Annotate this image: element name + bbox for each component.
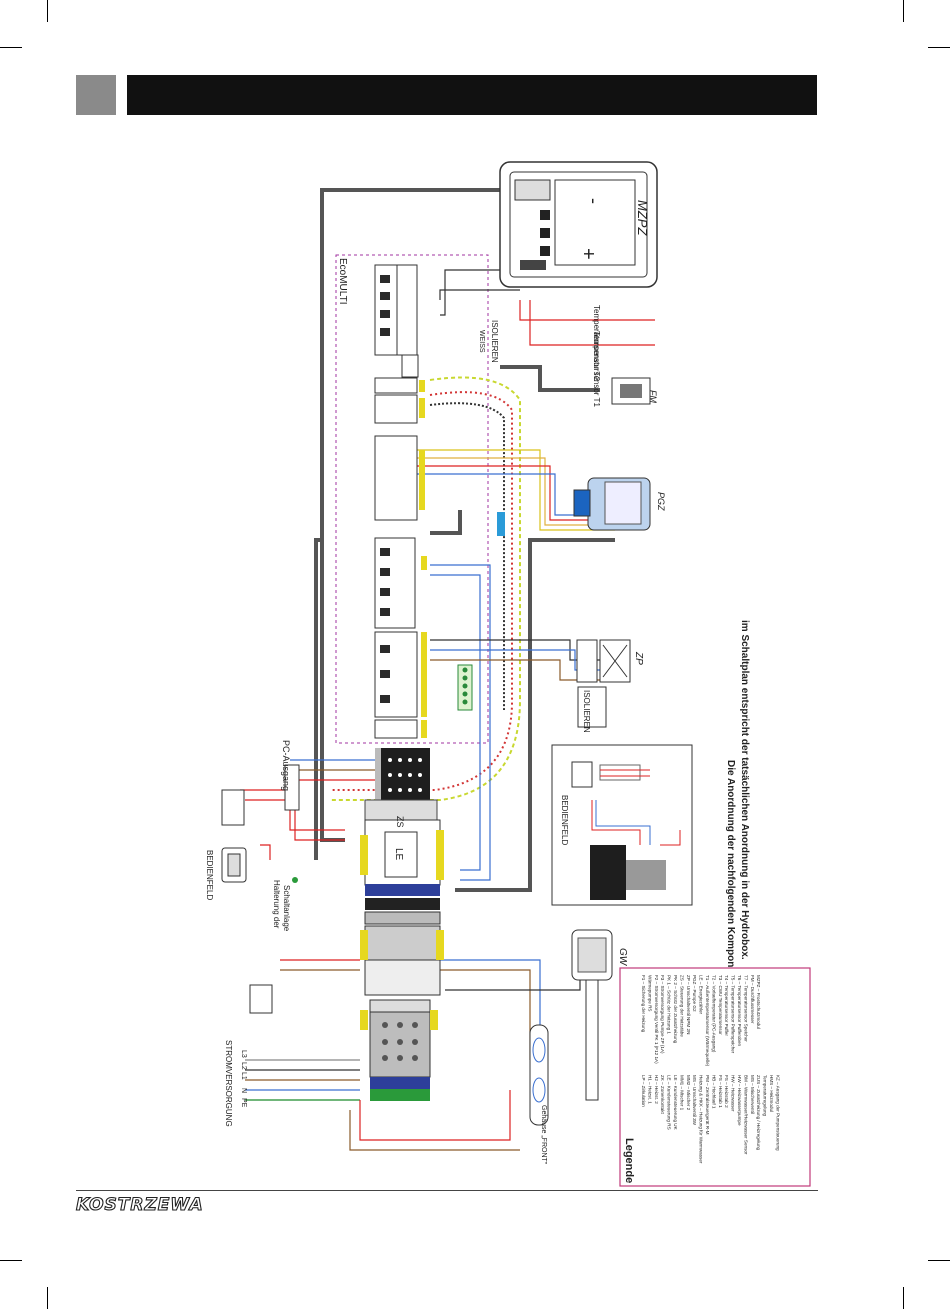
sensor-t1-label: Temperatursensor T1: [592, 331, 601, 407]
gehaeuse-label: Gehäuse „FRONT": [540, 1105, 547, 1165]
legend-item: Temperaturregelung: [763, 1075, 768, 1117]
legend-item: MM1 – Mischer 1: [679, 1075, 684, 1111]
legend-item: H1 – Heizst. 1: [647, 1075, 652, 1104]
gw-heater: [571, 929, 613, 1101]
note-line-2: im Schaltplan entspricht der tatsächlich…: [739, 620, 750, 960]
legend-item: ZS – Steuerung der Heizstäbe: [679, 975, 684, 1037]
note-line-1: Die Anordnung der nachfolgenden Komponen…: [725, 760, 736, 994]
legend-item: F2 – Stromversorgung Ventil PK 1 (F12 1A…: [654, 975, 659, 1064]
gehaeuse-front: [529, 1024, 549, 1126]
legend-item: T4 – Temperatursensor Puffer: [724, 975, 729, 1036]
sensor-t2-label: Temperatursensor T2: [592, 305, 601, 381]
legend-item: MS – Mischerventil: [750, 1075, 755, 1114]
legend-item: PK 2 – Schütz der Zusatzheizung: [673, 975, 678, 1044]
legend-item: ZP – Umschaltventil NPM 2N: [686, 975, 691, 1034]
legend-item: T3 – CWU Temperatursensor: [718, 975, 723, 1035]
isolieren-label-valve: ISOLIEREN: [582, 690, 591, 733]
supply-l2: L2: [240, 1062, 247, 1070]
legend-item: KZ – Ausgang der Pumpensteuerung: [775, 1075, 780, 1151]
fm-label: FM: [648, 390, 658, 403]
legend-item: HB – Hochlauf 1: [711, 1075, 716, 1109]
isolieren-label: ISOLIEREN: [490, 320, 499, 363]
header-square: [76, 75, 116, 115]
legend-item: MM2 – Mischer 2: [686, 1075, 691, 1111]
legend-item: HMS – Heizmodul: [769, 1075, 774, 1112]
gw-label: GW: [617, 948, 628, 967]
fm-flowmeter: [611, 377, 651, 405]
legend-item: LE – Energiezähler: [699, 975, 704, 1015]
supply-n: N: [240, 1088, 247, 1093]
crop-mark: [0, 1260, 22, 1261]
supply-line-labels: PE N L1 L2 L3: [240, 1050, 247, 1108]
brand-logo: KOSTRZEWA: [75, 1194, 204, 1215]
mzpz-module: [499, 161, 658, 288]
legend-item: H2 – Heizst. 2: [654, 1075, 659, 1104]
legend-item: T2 – Vorlauftemperatur (PC-Ausgang): [711, 975, 716, 1053]
ecomulti-label: EcoMULTI: [337, 258, 348, 305]
crop-mark: [928, 47, 950, 48]
pc-ausgang-label: PC-Ausgang: [281, 740, 291, 791]
main-cable: [314, 188, 615, 892]
supply-l3: L3: [240, 1050, 247, 1058]
crop-mark: [903, 0, 904, 22]
zp-valve: [576, 639, 631, 683]
legend-item: LE – Kundensteuerung UK: [673, 1075, 678, 1131]
legend-item: LP – Zirkulation: [641, 1075, 646, 1107]
mzpz-minus: -: [584, 198, 604, 204]
supply-pe: PE: [240, 1098, 247, 1108]
legend-item: F3 – Stromversorgung Pumpe ZP (1A): [660, 975, 665, 1054]
legend-item: HW – Heizwasser: [731, 1075, 736, 1112]
legend-item: T6 – Temperatursensor Pufferoben: [737, 975, 742, 1047]
legend-item: T5 – Temperatursensor Pufferspeicher: [731, 975, 736, 1054]
legend-item: BM – Warmwasser/Heizwasser Sensor: [743, 1075, 748, 1155]
pgz-pump: [573, 477, 651, 531]
le-box: [384, 831, 418, 878]
supply-l1: L1: [240, 1072, 247, 1080]
inset-bedienfeld-label: BEDIENFELD: [560, 795, 569, 845]
header-bar: [127, 75, 817, 115]
crop-mark: [903, 1287, 904, 1309]
legend-item: PM – Zentralsteuergerät R-M: [705, 1075, 710, 1135]
legend-item: FM – Durchflussmesser: [750, 975, 755, 1024]
weiss-label: WEISS: [478, 330, 485, 353]
stromversorgung-label: STROMVERSORGUNG: [224, 1040, 233, 1127]
legend-box: [619, 967, 811, 1187]
legend-item: F1 – Sicherung der Heizung: [641, 975, 646, 1033]
yellow-terminal-markers: [419, 380, 427, 738]
legend-item: FS – Heizstab 2: [724, 1075, 729, 1108]
halterung-label-1: Halterung der: [272, 880, 281, 929]
ecomulti-terminal-screws: [380, 275, 390, 703]
legend-item: PGZ – Pumpe G2: [692, 975, 697, 1012]
legend-item: LE – Kundensteuerung RS: [667, 1075, 672, 1130]
bedienfeld-label: BEDIENFELD: [205, 850, 214, 900]
insulated-cables: [330, 376, 521, 801]
crop-mark: [47, 1287, 48, 1309]
zp-label: ZP: [633, 651, 644, 665]
footer-line: [76, 1190, 818, 1191]
halterung-label-2: Schaltanlage: [282, 885, 291, 932]
legend-item: T7 – Temperatursensor Speicher: [743, 975, 748, 1042]
legend-item: T1 – Außentemperatursensor (Wärmequelle): [705, 975, 710, 1067]
legend-item: ZUS – Zusatzheizung / Heizregelung: [756, 1075, 761, 1151]
crop-mark: [928, 1260, 950, 1261]
legend-item: Wärmepumpe RS: [647, 975, 652, 1012]
legend-item: MS – Umschaltventil 3W: [692, 1075, 697, 1126]
legend-item: MZPZ – Frostschutzmodul: [756, 975, 761, 1029]
zs-label: ZS: [395, 816, 405, 828]
mzpz-plus: +: [577, 248, 599, 260]
legend-title: Legende: [623, 1138, 635, 1183]
legend-item: ZK – Zonenkontakt: [660, 1075, 665, 1115]
crop-mark: [0, 47, 22, 48]
le-label: LE: [393, 848, 404, 861]
mzpz-label: MZPZ: [635, 200, 650, 236]
pgz-label: PGZ: [656, 492, 666, 511]
legend-item: FS – Heizstab 1: [718, 1075, 723, 1108]
crop-mark: [47, 0, 48, 22]
legend-item: PK 1 – Schütz der Heizung 1: [667, 975, 672, 1034]
ecomulti-enclosure: [335, 254, 489, 744]
legend-item: HW – Heizwasserpumpe: [737, 1075, 742, 1126]
legend-item: Heizung & HKK – Heizung für Warmwasser: [699, 1075, 704, 1164]
